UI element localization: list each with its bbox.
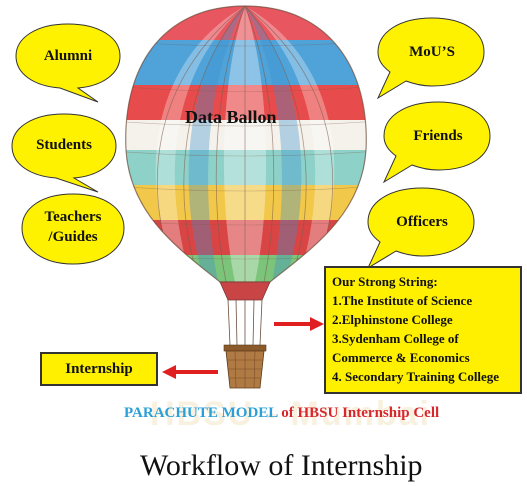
balloon-basket xyxy=(223,344,267,389)
speech-bubble-shape xyxy=(376,17,485,100)
hot-air-balloon-illustration xyxy=(100,0,390,400)
speech-bubble-shape xyxy=(382,101,491,184)
arrow-to-internship xyxy=(162,365,218,379)
internship-box: Internship xyxy=(40,352,158,386)
bubble-teachers-line2: /Guides xyxy=(48,229,98,245)
bubble-friends: Friends xyxy=(378,98,494,188)
strong-string-title: Our Strong String: xyxy=(332,274,438,289)
bubble-students: Students xyxy=(8,110,120,196)
strong-string-item: 4. Secondary Training College xyxy=(332,369,500,384)
bubble-alumni: Alumni xyxy=(12,20,124,106)
speech-bubble-shape xyxy=(11,113,117,193)
bubble-officers: Officers xyxy=(362,184,478,274)
strong-string-item: 3.Sydenham College of xyxy=(332,331,459,346)
watermark-logo-text: HBSU - Mumbai xyxy=(150,395,431,433)
speech-bubble-shape xyxy=(15,23,121,103)
balloon-label: Data Ballon xyxy=(185,107,277,127)
strong-string-item: 1.The Institute of Science xyxy=(332,293,473,308)
strong-string-item: 2.Elphinstone College xyxy=(332,312,453,327)
balloon-ropes xyxy=(227,299,263,346)
strong-string-box: Our Strong String: 1.The Institute of Sc… xyxy=(324,266,522,394)
bubble-mous: MoU’S xyxy=(372,14,488,104)
caption-part-red: of HBSU Internship Cell xyxy=(281,405,440,421)
bubble-teachers-line1: Teachers xyxy=(44,209,102,225)
speech-bubble-shape xyxy=(21,193,125,265)
bubble-teachers-guides: Teachers /Guides xyxy=(18,190,128,270)
arrow-to-strong-string xyxy=(274,317,324,331)
balloon-envelope xyxy=(125,6,367,282)
caption-part-blue: PARACHUTE MODEL xyxy=(124,405,282,421)
workflow-title: Workflow of Internship xyxy=(140,449,423,482)
speech-bubble-shape xyxy=(366,187,475,270)
parachute-model-caption: PARACHUTE MODEL of HBSU Internship Cell xyxy=(124,405,439,422)
strong-string-item: Commerce & Economics xyxy=(332,350,470,365)
